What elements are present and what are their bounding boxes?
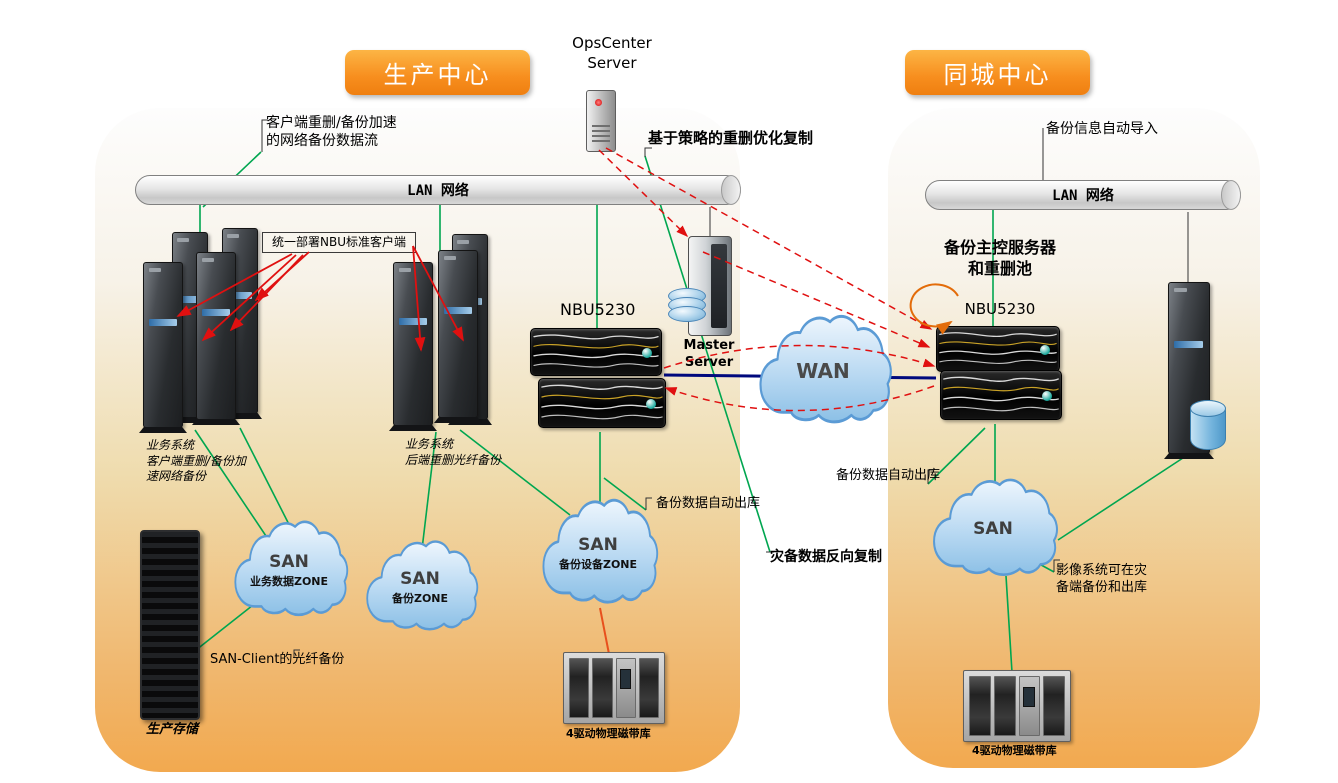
tape-drive-slot: [969, 676, 991, 736]
tape-drive-slot: [592, 658, 613, 718]
san-label: SAN: [973, 519, 1013, 539]
nbu5230-appliance-icon: [936, 326, 1060, 372]
san-label: SAN: [400, 568, 440, 589]
vendor-logo: [177, 238, 189, 242]
led-stripe: [201, 309, 230, 317]
image-system-annotation: 影像系统可在灾 备端备份和出库: [1056, 563, 1148, 595]
san-label: SAN: [578, 534, 618, 555]
server-tower-icon: [196, 252, 236, 420]
auto-out-left-annotation: 备份数据自动出库: [656, 496, 761, 511]
business-system-left-label: 业务系统 客户端重删/备份加 速网络备份: [146, 438, 247, 484]
vendor-logo: [227, 234, 239, 238]
san-client-fiber-annotation: SAN-Client的光纤备份: [210, 652, 345, 667]
nbu5230-right-label: NBU5230: [964, 300, 1036, 318]
san-cloud-backup: SAN 备份ZONE: [360, 538, 480, 636]
tape-library-icon: [963, 670, 1071, 742]
tape-drive-slot: [993, 676, 1016, 736]
lan-network-right: LAN 网络: [925, 180, 1241, 210]
disk-cylinder-icon: [1190, 400, 1226, 450]
vendor-logo: [1173, 288, 1188, 292]
appliance-logo-dot: [1040, 345, 1050, 356]
reverse-replication-annotation: 灾备数据反向复制: [770, 549, 882, 565]
auto-out-right-annotation: 备份数据自动出库: [836, 468, 941, 483]
production-storage-label: 生产存储: [146, 722, 199, 737]
san-label: SAN: [269, 551, 309, 572]
city-center-banner: 同城中心: [905, 50, 1090, 95]
nbu5230-appliance-icon: [940, 370, 1062, 420]
vendor-logo: [398, 268, 412, 272]
server-tower-icon: [143, 262, 183, 428]
vendor-logo: [457, 240, 469, 244]
tape-library-icon: [563, 652, 665, 724]
san-zone-label: 备份设备ZONE: [558, 557, 638, 571]
backup-master-annotation: 备份主控服务器 和重删池: [943, 238, 1056, 278]
led-stripe: [1173, 340, 1204, 348]
appliance-logo-dot: [1042, 391, 1052, 402]
vendor-logo: [443, 256, 457, 260]
lan-network-left: LAN 网络: [135, 175, 741, 205]
led-stripe: [398, 318, 427, 326]
server-tower-icon: [393, 262, 433, 426]
wan-cloud: WAN: [752, 312, 894, 430]
nbu-client-annotation: 统一部署NBU标准客户端: [262, 232, 416, 253]
tape-library-left-label: 4驱动物理磁带库: [566, 727, 651, 740]
san-cloud-remote: SAN: [926, 476, 1060, 582]
production-center-banner: 生产中心: [345, 50, 530, 95]
nbu5230-appliance-icon: [530, 328, 662, 376]
production-storage-rack-icon: [140, 530, 200, 720]
tape-drive-slot: [638, 658, 659, 718]
policy-replication-annotation: 基于策略的重删优化复制: [648, 129, 814, 147]
wan-label: WAN: [796, 359, 850, 383]
tape-control-panel: [1018, 676, 1041, 736]
san-cloud-business: SAN 业务数据ZONE: [228, 518, 350, 622]
auto-import-annotation: 备份信息自动导入: [1046, 121, 1158, 137]
master-server-label: Master Server: [683, 338, 735, 370]
tape-drive-slot: [1043, 676, 1065, 736]
nbu5230-appliance-icon: [538, 378, 666, 428]
lan-left-label: LAN 网络: [407, 183, 469, 199]
production-center-title: 生产中心: [383, 61, 492, 89]
network-stream-annotation: 客户端重删/备份加速 的网络备份数据流: [266, 115, 397, 150]
disk-icon: [668, 306, 706, 322]
vendor-logo: [201, 258, 215, 262]
tape-library-right-label: 4驱动物理磁带库: [972, 744, 1057, 757]
opscenter-server-icon: [586, 90, 616, 152]
nbu5230-left-label: NBU5230: [560, 300, 636, 319]
server-tower-icon: [438, 250, 478, 418]
tape-drive-slot: [569, 658, 590, 718]
san-cloud-device: SAN 备份设备ZONE: [536, 496, 660, 610]
city-center-title: 同城中心: [943, 61, 1052, 89]
lan-right-label: LAN 网络: [1052, 188, 1114, 204]
led-stripe: [443, 307, 472, 315]
business-system-mid-label: 业务系统 后端重删光纤备份: [405, 437, 502, 467]
san-zone-label: 备份ZONE: [391, 591, 449, 605]
san-zone-label: 业务数据ZONE: [249, 574, 329, 588]
tape-control-panel: [615, 658, 636, 718]
opscenter-server-label: OpsCenter Server: [572, 34, 652, 72]
led-stripe: [148, 318, 177, 326]
disk-stack-icon: [668, 288, 706, 322]
vendor-logo: [148, 268, 162, 272]
